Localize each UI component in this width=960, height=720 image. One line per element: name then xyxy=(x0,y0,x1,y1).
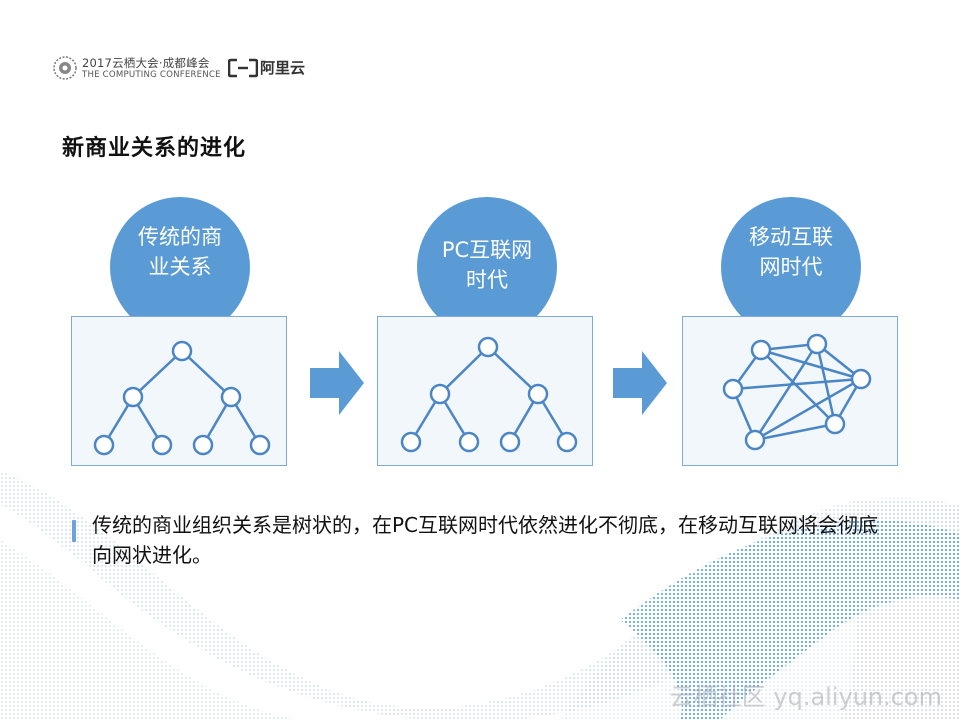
mesh-network-graphic xyxy=(722,333,872,451)
conference-logo-icon xyxy=(53,56,77,80)
stage-traditional-label: 传统的商业关系 xyxy=(138,225,222,279)
stage-pc-internet-label: PC互联网时代 xyxy=(441,238,533,292)
mesh-diagram-mobile-internet xyxy=(682,316,898,466)
tree-structure-graphic xyxy=(400,336,578,453)
bullet-marker xyxy=(72,520,76,542)
tree-diagram-pc-internet xyxy=(377,316,593,466)
watermark: 云栖社区 yq.aliyun.com xyxy=(669,683,942,711)
slide-title: 新商业关系的进化 xyxy=(62,136,247,161)
stage-pc-internet-circle: PC互联网时代 xyxy=(417,197,557,337)
aliyun-brand-text: 阿里云 xyxy=(260,59,306,77)
stage-mobile-internet-circle: 移动互联网时代 xyxy=(721,197,861,337)
stage-mobile-internet-label: 移动互联网时代 xyxy=(749,225,833,279)
arrow-right-icon xyxy=(310,351,364,415)
conference-title: 2017云栖大会·成都峰会 xyxy=(82,56,210,70)
stage-traditional-circle: 传统的商业关系 xyxy=(110,197,250,337)
tree-structure-graphic xyxy=(93,340,271,456)
arrow-right-icon xyxy=(613,351,667,415)
tree-diagram-traditional xyxy=(71,316,287,466)
aliyun-logo-icon xyxy=(228,58,258,78)
conference-subtitle: THE COMPUTING CONFERENCE xyxy=(82,70,221,80)
summary-text: 传统的商业组织关系是树状的，在PC互联网时代依然进化不彻底，在移动互联网将会彻底… xyxy=(92,513,879,567)
